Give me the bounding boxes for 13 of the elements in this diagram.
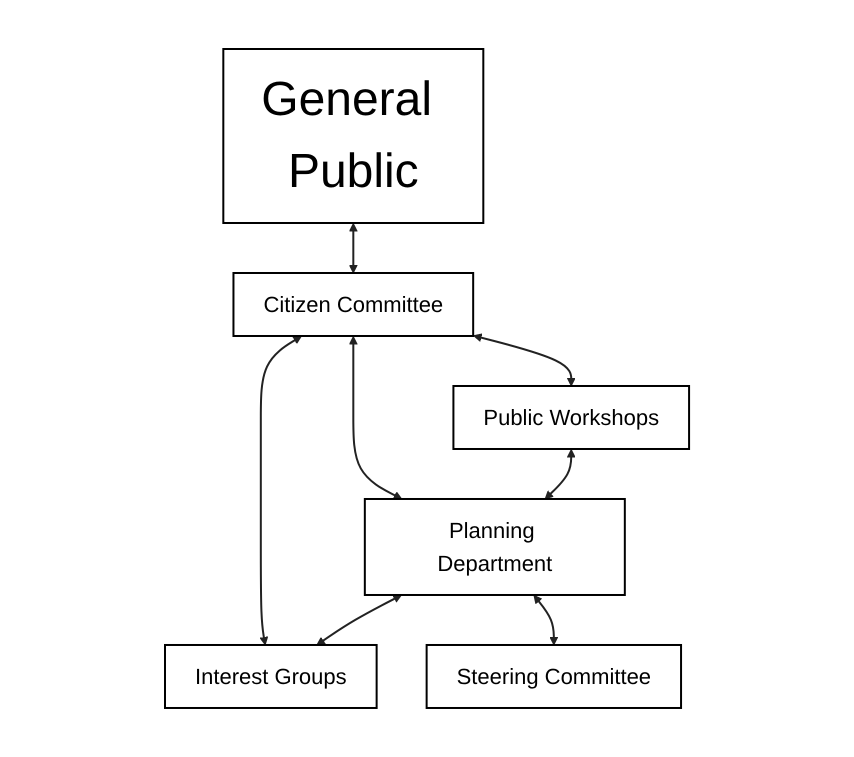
node-box: General Public xyxy=(222,48,484,224)
arrow xyxy=(533,594,558,646)
arrow xyxy=(348,336,402,500)
arrow xyxy=(544,449,576,500)
arrow xyxy=(348,223,358,274)
node-box: Planning Department xyxy=(364,498,626,596)
arrow xyxy=(259,336,302,646)
node-box: Public Workshops xyxy=(452,385,690,450)
arrow xyxy=(316,594,402,646)
node-box: Interest Groups xyxy=(164,644,378,709)
arrow xyxy=(473,333,576,386)
node-box: Citizen Committee xyxy=(232,272,474,337)
node-box: Steering Committee xyxy=(426,644,682,709)
